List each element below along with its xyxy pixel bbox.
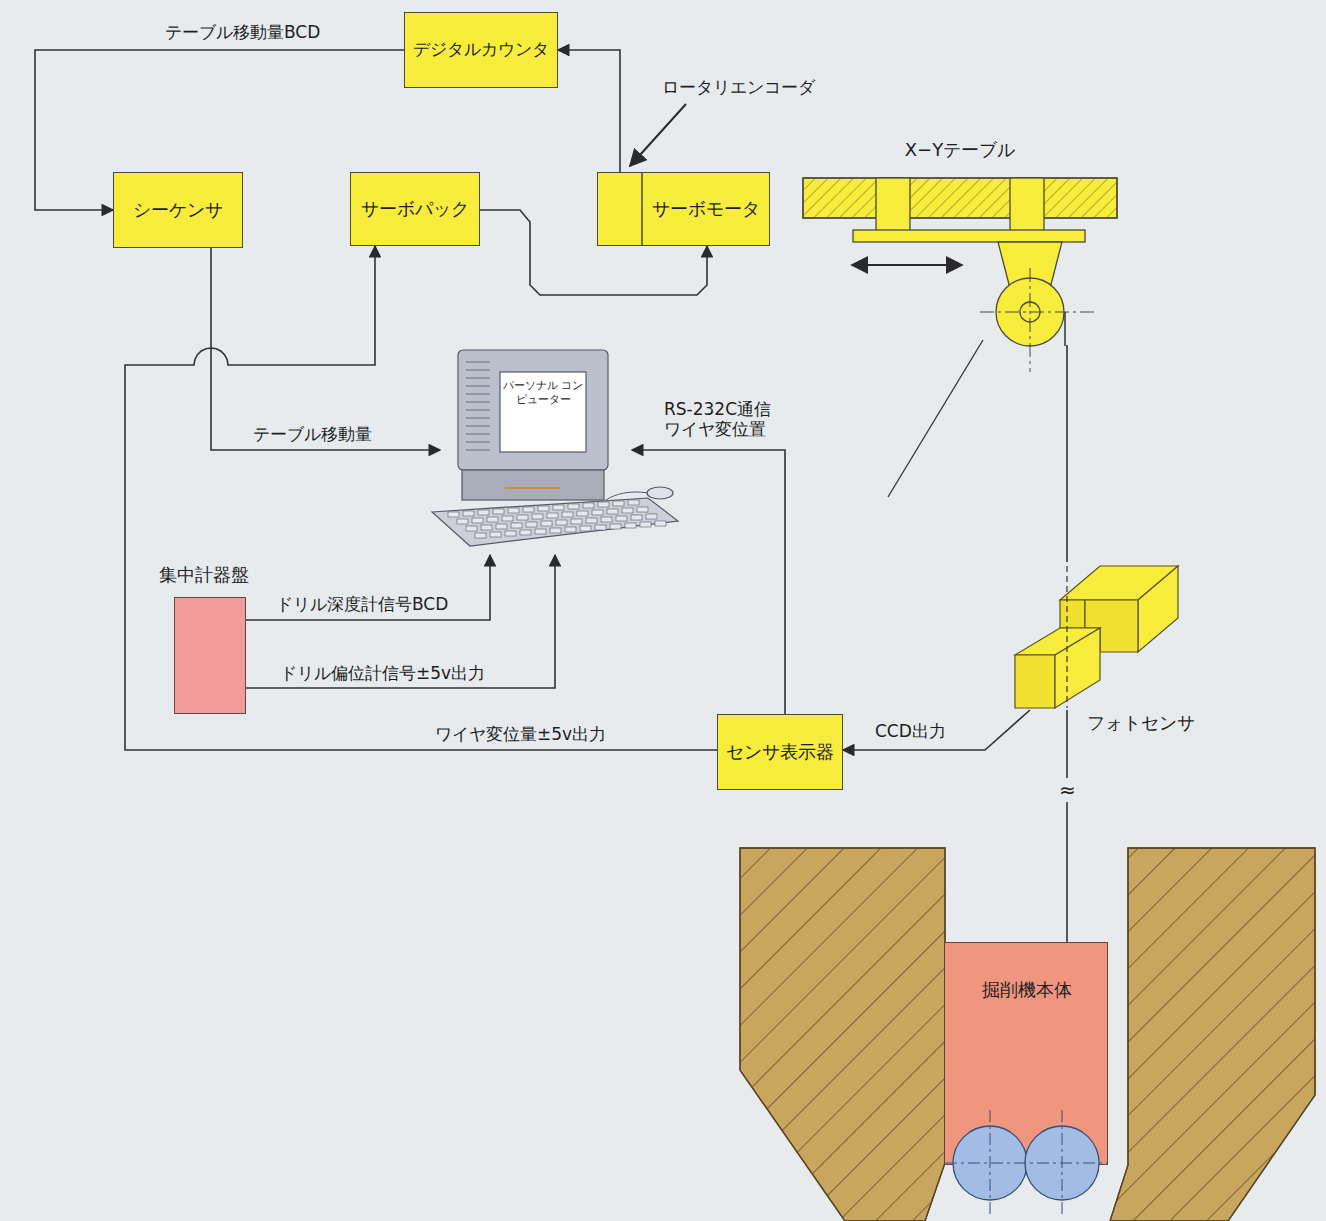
node-label: 集中計器盤: [159, 564, 249, 586]
signal-label: ドリル深度計信号BCD: [276, 594, 448, 614]
process-box: シーケンサ: [113, 172, 243, 248]
signal-label: ワイヤ変位量±5v出力: [435, 724, 606, 744]
connector: [1066, 710, 1068, 942]
node-label: シーケンサ: [133, 199, 223, 221]
process-box: サーボパック: [350, 172, 480, 246]
node-label: サーボモータ: [652, 198, 760, 220]
node-label: X−Yテーブル: [803, 139, 1117, 161]
instrument-panel: 集中計器盤: [174, 597, 246, 714]
leader-line: [888, 340, 983, 497]
process-box: デジタルカウンタ: [404, 12, 558, 88]
computer: パーソナル コンピューター: [440, 345, 632, 555]
computer-illustration: [440, 345, 700, 560]
node-label: フォトセンサ: [1087, 712, 1195, 734]
excavator-body: 掘削機本体: [944, 942, 1108, 1165]
node-label: デジタルカウンタ: [413, 40, 549, 60]
photo-sensor: フォトセンサ: [1015, 562, 1180, 710]
signal-label: ≈: [1057, 778, 1078, 802]
leader-line: [630, 104, 686, 166]
node-label: サーボパック: [361, 198, 469, 220]
photo-sensor-shape: [1015, 562, 1185, 714]
wire: [1064, 312, 1066, 346]
connector: [211, 248, 440, 450]
connector: [843, 710, 1030, 750]
signal-label: CCD出力: [875, 721, 946, 741]
signal-label: ドリル偏位計信号±5v出力: [280, 663, 485, 683]
xy-table: [803, 178, 1117, 372]
node-label: 掘削機本体: [945, 979, 1109, 1001]
connector: [246, 555, 555, 688]
connector: [558, 50, 620, 172]
ground: [740, 848, 1315, 1221]
node-label: パーソナル コンピューター: [502, 378, 584, 406]
connector: [125, 246, 717, 750]
signal-label: テーブル移動量: [253, 424, 372, 444]
xy-table-unit: X−Yテーブル: [803, 145, 1117, 345]
signal-label: RS-232C通信 ワイヤ変位置: [664, 399, 792, 440]
travel-arrow: [852, 264, 962, 266]
node-label: センサ表示器: [726, 741, 834, 763]
process-box: センサ表示器: [717, 714, 843, 790]
motor-box: サーボモータ: [597, 172, 770, 246]
connector: [246, 555, 490, 620]
connector: [632, 450, 785, 714]
signal-label: テーブル移動量BCD: [165, 22, 320, 42]
part-name: ロータリエンコーダ: [662, 76, 815, 99]
connector: [1066, 345, 1068, 562]
